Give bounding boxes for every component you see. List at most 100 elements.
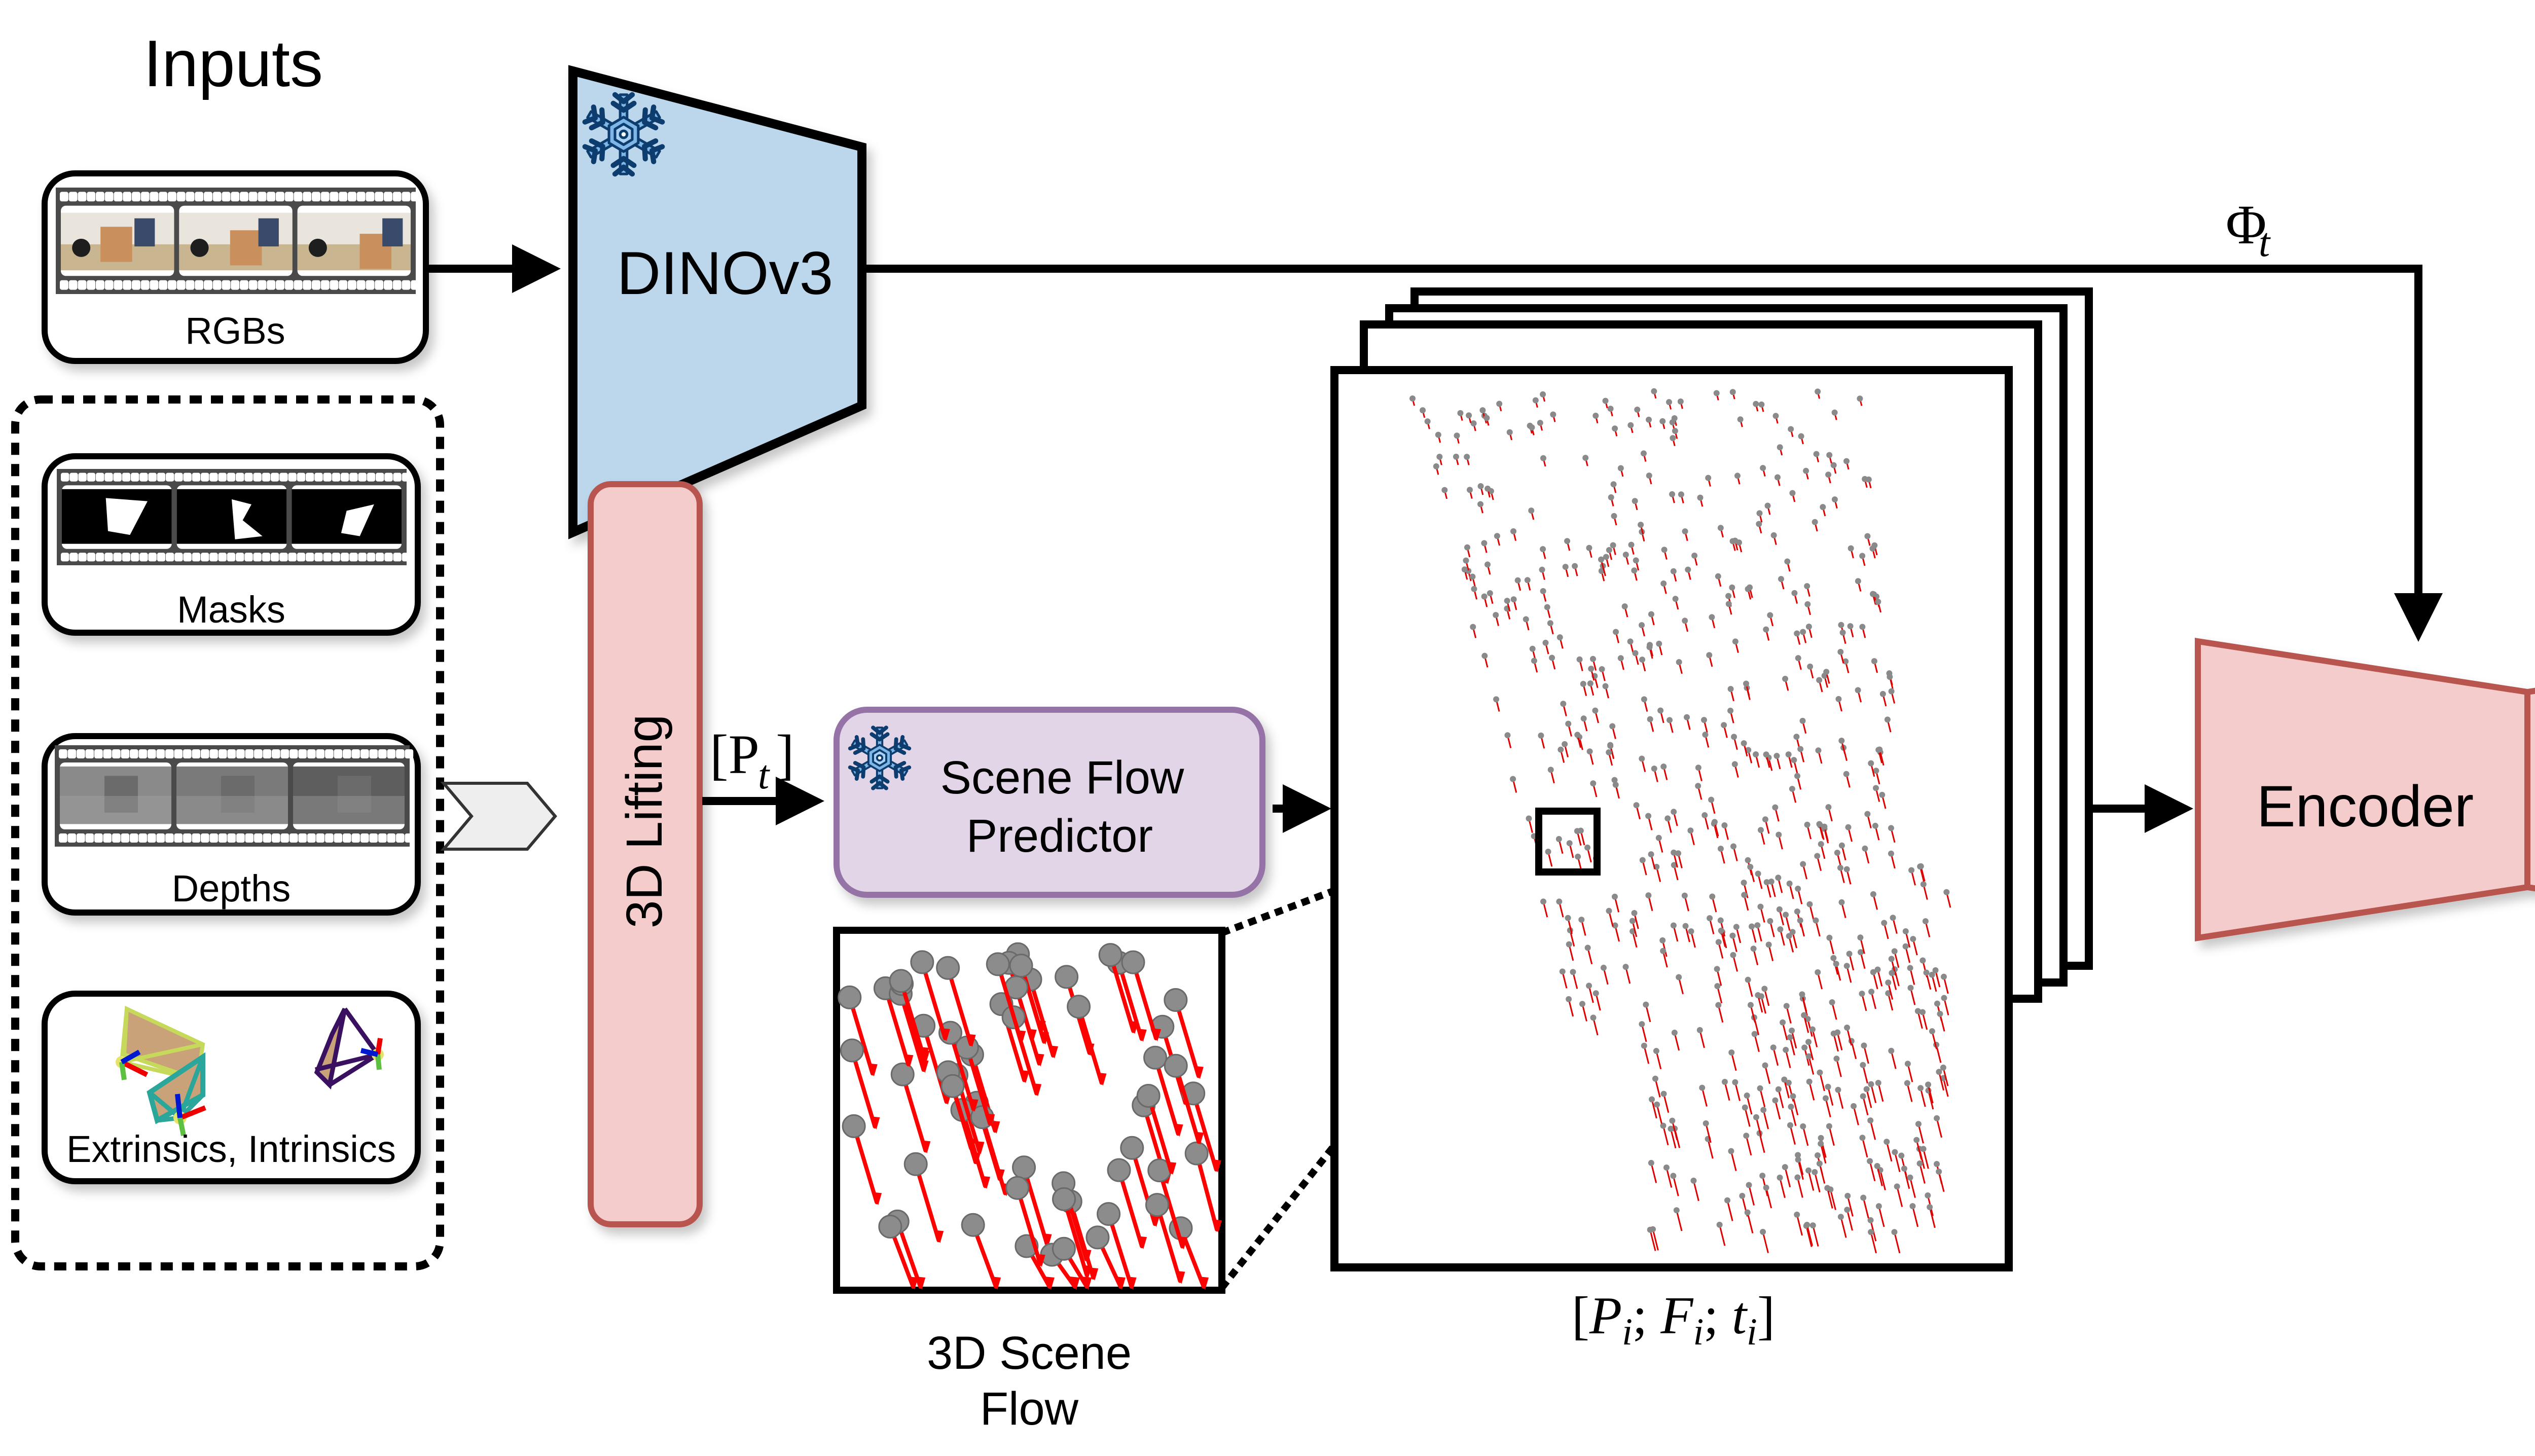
scene-point bbox=[1580, 680, 1586, 687]
scene-point bbox=[1545, 849, 1551, 855]
scene-point bbox=[1875, 1080, 1881, 1086]
scene-point bbox=[1721, 722, 1727, 729]
film-sprocket bbox=[279, 553, 288, 562]
flow-vector bbox=[1789, 1125, 1796, 1145]
scene-point bbox=[1711, 819, 1718, 825]
film-sprocket bbox=[289, 833, 298, 843]
film-sprocket bbox=[267, 280, 276, 290]
scene-point bbox=[1556, 898, 1563, 905]
scene-point bbox=[1834, 849, 1840, 856]
scene-point bbox=[1798, 433, 1804, 440]
flow-vector bbox=[1699, 1030, 1705, 1048]
film-sprocket bbox=[209, 833, 219, 843]
scene-point bbox=[1889, 970, 1895, 976]
scene-point bbox=[1634, 406, 1641, 413]
scene-point bbox=[1915, 1121, 1922, 1127]
film-sprocket bbox=[387, 833, 396, 843]
film-sprocket bbox=[150, 192, 159, 202]
film-sprocket bbox=[121, 833, 130, 843]
scene-point bbox=[1816, 821, 1823, 827]
film-sprocket bbox=[375, 280, 384, 290]
inset-flow-vector bbox=[1191, 1091, 1218, 1172]
scene-point bbox=[1920, 957, 1926, 964]
film-sprocket bbox=[231, 280, 240, 290]
film-sprocket bbox=[209, 472, 218, 482]
film-sprocket bbox=[219, 749, 227, 758]
scene-point bbox=[1675, 850, 1682, 857]
scene-point bbox=[1782, 1164, 1788, 1171]
scene-point bbox=[1845, 824, 1852, 830]
scene-point bbox=[1646, 644, 1653, 650]
flow-vector bbox=[1869, 1160, 1876, 1182]
flow-vector bbox=[1819, 1163, 1826, 1184]
inset-flow-vector bbox=[996, 962, 1023, 1042]
scene-point bbox=[1717, 917, 1724, 924]
scene-point bbox=[1612, 425, 1618, 432]
scene-point bbox=[1524, 577, 1531, 584]
film-sprocket bbox=[139, 472, 148, 482]
scene-point bbox=[1714, 966, 1720, 972]
scene-point bbox=[1661, 547, 1668, 553]
film-sprocket bbox=[138, 749, 148, 758]
scene-point bbox=[1732, 1079, 1739, 1085]
film-sprocket bbox=[130, 749, 138, 758]
flow-vector bbox=[1651, 1099, 1657, 1119]
scene-point bbox=[1838, 842, 1845, 849]
scene-point bbox=[1681, 892, 1688, 899]
scene-point bbox=[1721, 822, 1728, 829]
flow-vector bbox=[1894, 1231, 1901, 1254]
scene-point bbox=[1701, 812, 1708, 819]
film-sprocket bbox=[183, 749, 192, 758]
scene-point bbox=[1484, 485, 1491, 492]
scene-point bbox=[1843, 458, 1850, 464]
flow-vector bbox=[1762, 1231, 1769, 1253]
scene-point bbox=[1835, 1086, 1841, 1093]
scene-point bbox=[1762, 1062, 1768, 1069]
scene-point bbox=[1466, 412, 1472, 419]
flow-vector bbox=[1765, 1187, 1772, 1209]
scene-point bbox=[1610, 542, 1616, 549]
inset-point bbox=[940, 1074, 965, 1098]
film-sprocket bbox=[209, 553, 218, 562]
inset-point bbox=[1136, 1084, 1161, 1108]
scene-point bbox=[1639, 622, 1645, 629]
flow-vector bbox=[1861, 1137, 1868, 1158]
flow-vector bbox=[1784, 1167, 1791, 1188]
scene-point bbox=[1641, 696, 1647, 703]
film-sprocket bbox=[393, 553, 402, 562]
film-sprocket bbox=[138, 833, 148, 843]
scene-point bbox=[1684, 714, 1690, 720]
scene-point bbox=[1514, 577, 1521, 584]
film-sprocket bbox=[358, 472, 367, 482]
scene-point bbox=[1631, 909, 1638, 916]
scene-point bbox=[1936, 1069, 1942, 1075]
scene-point bbox=[1731, 734, 1737, 740]
film-sprocket bbox=[157, 472, 166, 482]
film-sprocket bbox=[341, 472, 349, 482]
scene-point bbox=[1753, 401, 1759, 407]
scene-point bbox=[1923, 969, 1930, 976]
inset-point bbox=[1052, 1236, 1076, 1261]
scene-point bbox=[1746, 1182, 1752, 1188]
scene-point bbox=[1922, 918, 1929, 925]
scene-point bbox=[1652, 1075, 1658, 1082]
scene-point bbox=[1494, 533, 1500, 539]
flow-vector bbox=[1652, 1229, 1659, 1251]
scene-point bbox=[1664, 815, 1671, 822]
scene-point bbox=[1838, 622, 1844, 628]
inset-flow-vector bbox=[1015, 1186, 1042, 1266]
scene-point bbox=[1555, 835, 1562, 842]
film-sprocket bbox=[227, 553, 236, 562]
scene-point bbox=[1673, 1207, 1680, 1214]
scene-point bbox=[1599, 666, 1605, 672]
geometry-inputs-group bbox=[11, 395, 444, 1270]
flow-vector bbox=[1734, 1082, 1741, 1101]
scene-point bbox=[1724, 1197, 1730, 1204]
scene-point bbox=[1727, 707, 1734, 714]
film-sprocket bbox=[176, 280, 186, 290]
rgb-frame-3 bbox=[297, 205, 411, 276]
scene-point bbox=[1667, 717, 1673, 723]
scene-point bbox=[1454, 432, 1460, 439]
film-sprocket bbox=[176, 192, 186, 202]
masks-label: Masks bbox=[177, 589, 285, 631]
